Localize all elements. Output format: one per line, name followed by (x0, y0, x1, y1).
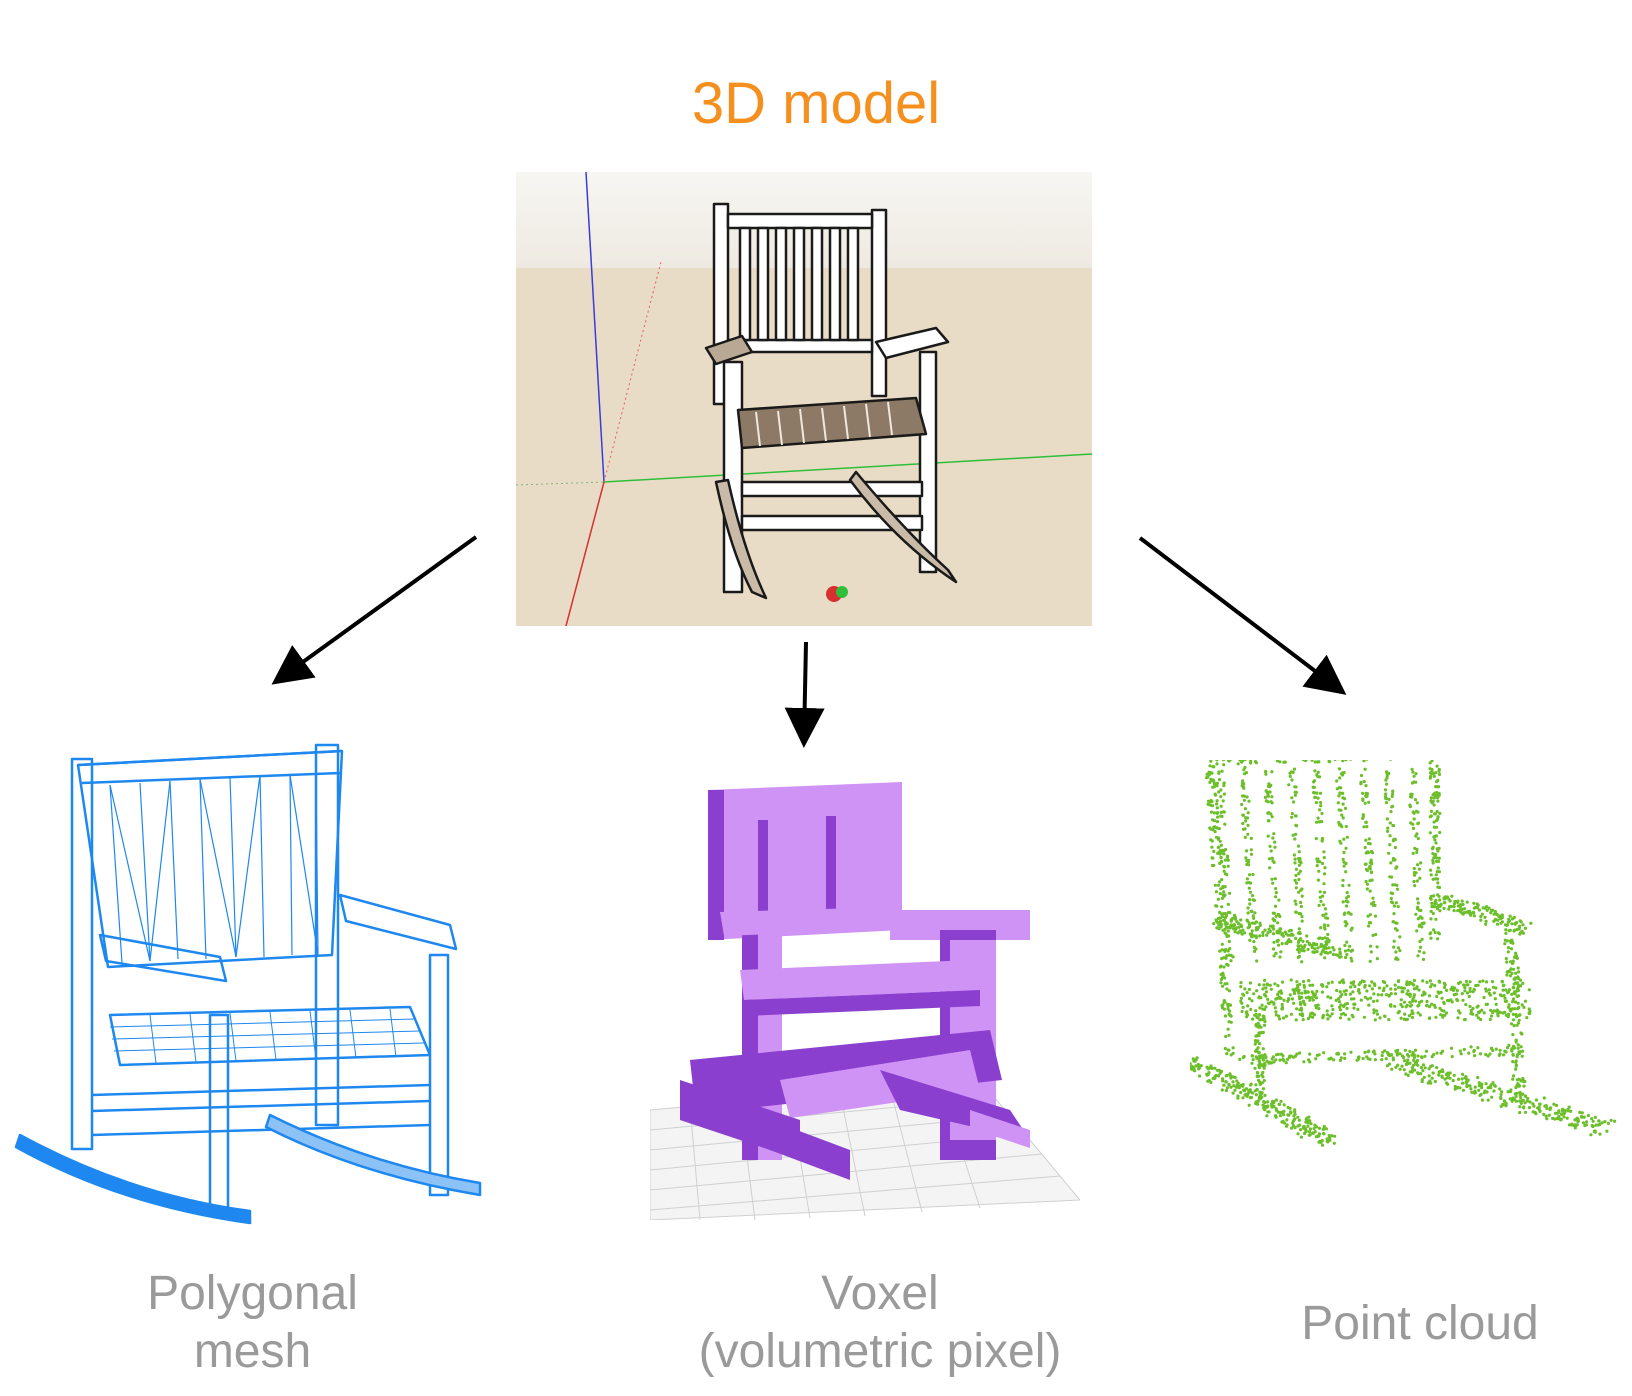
label-voxel-line2: (volumetric pixel) (698, 1325, 1062, 1378)
voxel-chair-image (650, 782, 1080, 1220)
arrow-to-cloud (1138, 536, 1347, 695)
label-polygonal-mesh-line2: mesh (193, 1325, 312, 1378)
source-3d-model-panel (516, 172, 1092, 626)
point-cloud-chair-image (1190, 760, 1617, 1147)
label-voxel: Voxel (volumetric pixel) (660, 1265, 1100, 1381)
label-polygonal-mesh-line1: Polygonal (147, 1267, 358, 1320)
point-cloud-dots (1190, 760, 1617, 1147)
arrow-to-mesh (271, 535, 478, 685)
diagram-title: 3D model (691, 71, 941, 136)
label-point-cloud: Point cloud (1230, 1295, 1610, 1353)
chair-3d-model-image (516, 172, 1092, 626)
arrow-to-voxel (784, 641, 825, 748)
label-polygonal-mesh: Polygonal mesh (100, 1265, 405, 1381)
label-point-cloud-line1: Point cloud (1301, 1297, 1539, 1350)
polygonal-mesh-chair-image (14, 743, 482, 1225)
label-voxel-line1: Voxel (821, 1267, 939, 1320)
